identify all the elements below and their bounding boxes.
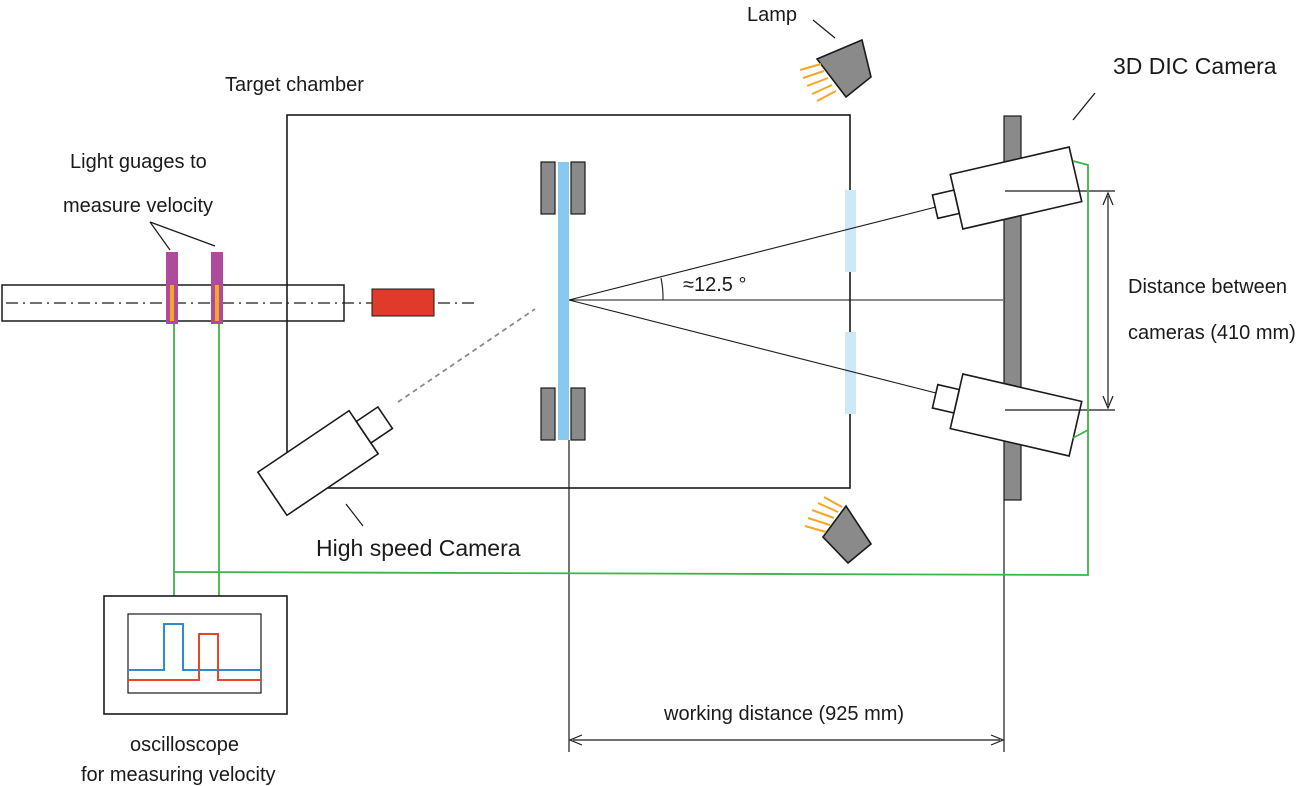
high-speed-camera-sightline (397, 308, 536, 403)
projectile (371, 288, 435, 317)
high-speed-camera-label: High speed Camera (316, 535, 521, 561)
clamps (540, 161, 586, 441)
oscilloscope-signal-red (128, 633, 261, 681)
light-gauge-1 (166, 252, 178, 324)
lamp-top (799, 38, 872, 102)
light-gauges-label-line1: Light guages to (70, 151, 207, 173)
light-gauge-2 (211, 252, 223, 324)
distance-label-line1: Distance between (1128, 276, 1287, 298)
optical-lines (568, 189, 1004, 411)
chamber-windows (845, 190, 856, 414)
lamp-label: Lamp (747, 4, 797, 26)
dic-camera-label: 3D DIC Camera (1113, 53, 1277, 79)
angle-label: ≈12.5 ° (683, 274, 746, 296)
specimen-plate (558, 162, 569, 440)
oscilloscope-label-line2: for measuring velocity (81, 764, 276, 786)
lamp-leader (812, 19, 836, 39)
dic-camera-top (931, 146, 1083, 230)
dic-camera-bottom (931, 373, 1083, 457)
high-speed-camera-leader (345, 503, 364, 527)
lamp-bottom (804, 496, 873, 565)
signal-wires (173, 160, 1089, 597)
oscilloscope-signal-blue (128, 623, 261, 671)
light-gauges-leader-lines (149, 221, 216, 251)
light-gauges-label-line2: measure velocity (63, 195, 213, 217)
camera-distance-dimension (1005, 190, 1115, 411)
oscilloscope-label-line1: oscilloscope (130, 734, 239, 756)
working-distance-label: working distance (925 mm) (663, 703, 904, 725)
dic-camera-leader (1072, 92, 1096, 121)
target-chamber-label: Target chamber (225, 74, 364, 96)
oscilloscope (103, 595, 288, 715)
working-distance-dimension (568, 440, 1005, 752)
distance-label-line2: cameras (410 mm) (1128, 322, 1296, 344)
high-speed-camera (256, 405, 394, 517)
